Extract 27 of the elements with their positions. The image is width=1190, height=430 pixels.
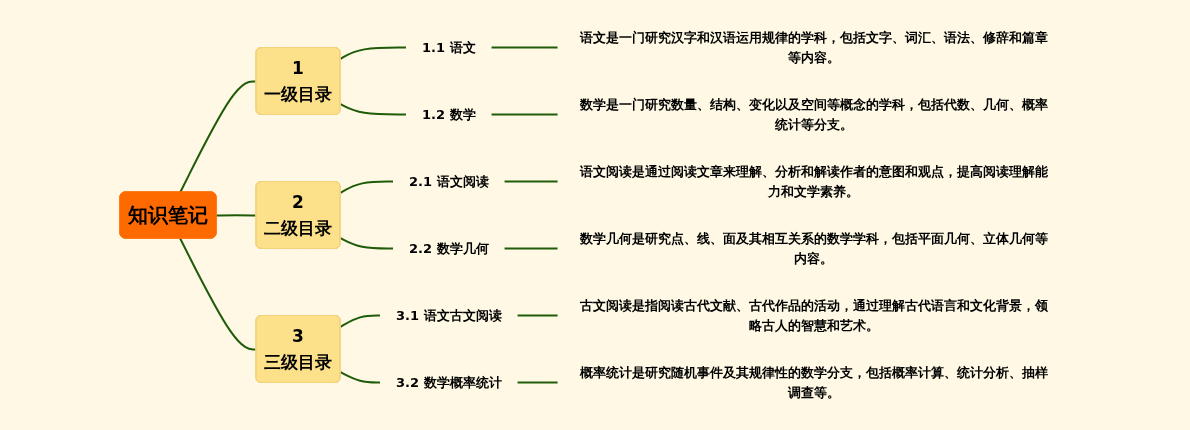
connector	[490, 113, 559, 116]
node-text: 2.2 数学几何	[409, 240, 489, 256]
node-text: 语文阅读是通过阅读文章来理解、分析和解读作者的意图和观点，提高阅读理解能力和文学素养。	[579, 164, 1048, 199]
connector	[339, 371, 382, 384]
connector	[179, 237, 258, 351]
node-text: 语文是一门研究汉字和汉语运用规律的学科，包括文字、词汇、语法、修辞和篇章等内容。	[579, 30, 1048, 65]
connector	[215, 214, 258, 217]
node-text: 3.2 数学概率统计	[396, 374, 502, 390]
connector	[503, 180, 559, 183]
connector	[339, 180, 395, 194]
connector	[339, 237, 395, 250]
node-text: 2.1 语文阅读	[409, 173, 489, 189]
connector	[339, 46, 408, 60]
node-text: 1.1 语文	[422, 39, 476, 55]
connector	[516, 381, 559, 384]
node-text: 古文阅读是指阅读古代文献、古代作品的活动，通过理解古代语言和文化背景，领略古人的智慧和艺术。	[579, 298, 1048, 333]
connector	[490, 46, 559, 49]
connector	[339, 314, 382, 328]
node-text: 概率统计是研究随机事件及其规律性的数学分支，包括概率计算、统计分析、抽样调查等。	[579, 365, 1048, 400]
node-text: 数学几何是研究点、线、面及其相互关系的数学学科，包括平面几何、立体几何等内容。	[579, 231, 1048, 266]
node-text: 1.2 数学	[422, 106, 476, 122]
connector	[503, 247, 559, 250]
connector	[516, 314, 559, 317]
connector	[339, 103, 408, 116]
node-text: 3.1 语文古文阅读	[396, 307, 502, 323]
connector	[179, 80, 258, 194]
node-text: 数学是一门研究数量、结构、变化以及空间等概念的学科，包括代数、几何、概率统计等分支。	[579, 97, 1048, 132]
